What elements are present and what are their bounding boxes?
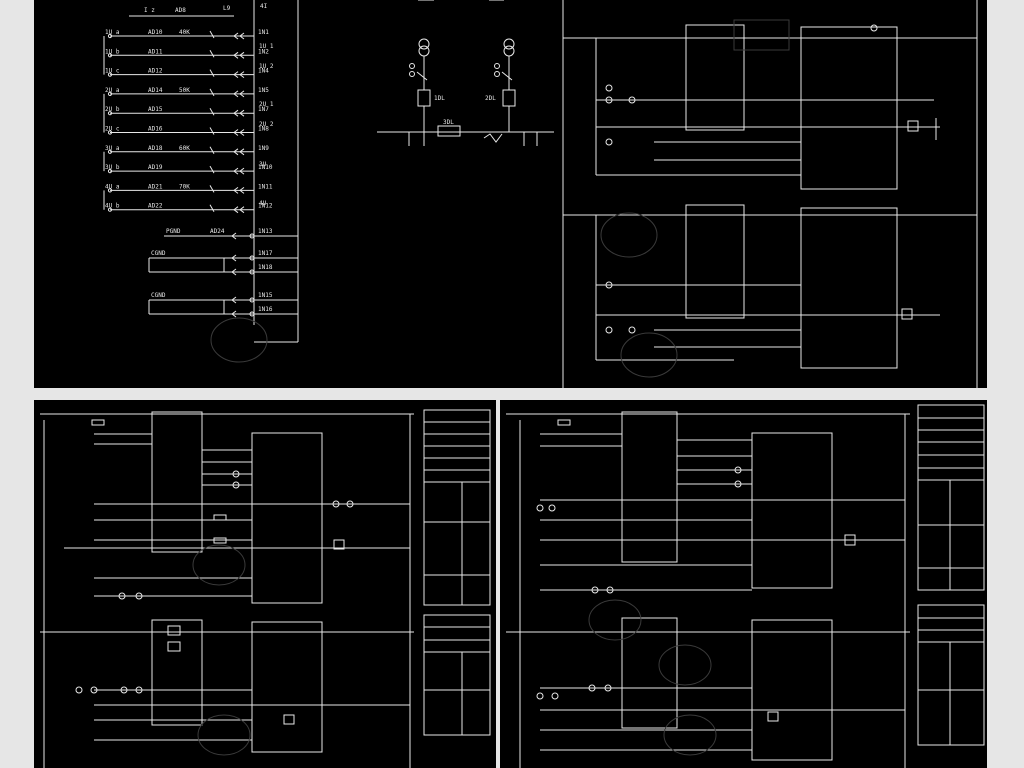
terminal-label: AD16	[148, 126, 163, 133]
header-label: 4I	[260, 3, 268, 10]
signal-label: 3U b	[105, 164, 120, 171]
signal-label: PGND	[166, 228, 181, 235]
breaker-label: 3DL	[443, 119, 454, 126]
rating-label: 40K	[179, 29, 190, 36]
terminal-label: AD11	[148, 48, 163, 55]
header-label: L9	[223, 5, 231, 12]
bottom-right-schematic-svg	[506, 404, 985, 768]
watermark	[210, 19, 790, 378]
input-label: 1N11	[258, 183, 273, 190]
watermark	[588, 599, 717, 756]
terminal-label: AD10	[148, 29, 163, 36]
terminal-label: AD12	[148, 68, 163, 75]
signal-label: 2U a	[105, 87, 120, 94]
terminal-label: AD15	[148, 106, 163, 113]
terminal-label: AD18	[148, 145, 163, 152]
group-label: 1U 2	[259, 63, 274, 70]
signal-label: 4U a	[105, 183, 120, 190]
input-label: 1N15	[258, 292, 273, 299]
rating-label: 60K	[179, 145, 190, 152]
input-label: 1N8	[258, 126, 269, 133]
terminal-label: AD14	[148, 87, 163, 94]
terminal-dot	[249, 233, 255, 239]
signal-label: 2U c	[105, 126, 120, 133]
input-label: 1N16	[258, 306, 273, 313]
terminal-dot	[249, 311, 255, 317]
group-label: 3U	[259, 161, 267, 168]
group-label: 2U 2	[259, 121, 274, 128]
input-label: 1N10	[258, 164, 273, 171]
header-label: I z	[144, 7, 155, 14]
rating-label: 70K	[179, 183, 190, 190]
terminal-label: AD21	[148, 183, 163, 190]
input-label: 1N5	[258, 87, 269, 94]
input-label: 1N18	[258, 264, 273, 271]
terminal-dot	[249, 269, 255, 275]
signal-label: 1U b	[105, 48, 120, 55]
rating-label: 50K	[179, 87, 190, 94]
header-label: AD8	[175, 7, 186, 14]
terminal-dot	[249, 297, 255, 303]
terminal-dot	[249, 255, 255, 261]
input-label: 1N17	[258, 250, 273, 257]
signal-label: 1U c	[105, 68, 120, 75]
terminal-label: AD22	[148, 203, 163, 210]
signal-label: 1U a	[105, 29, 120, 36]
analog-input-rows: 1U a AD10 40K 1N1 1U b AD11 1N2 1U c AD12 1N4 2U a…	[103, 29, 273, 214]
group-label: 1U 1	[259, 43, 274, 50]
terminal-label: AD24	[210, 228, 225, 235]
watermark	[192, 544, 251, 756]
group-label: 2U 1	[259, 101, 274, 108]
input-label: 1N1	[258, 29, 269, 36]
input-label: 1N9	[258, 145, 269, 152]
breaker-1dl	[417, 89, 431, 107]
breaker-3dl	[437, 125, 461, 137]
input-label: 1N4	[258, 68, 269, 75]
signal-label: CGND	[151, 250, 166, 257]
input-label: 1N13	[258, 228, 273, 235]
breaker-label: 1DL	[434, 95, 445, 102]
control-circuit-top	[562, 0, 978, 388]
signal-label: CGND	[151, 292, 166, 299]
input-label: 1N12	[258, 203, 273, 210]
transformer-breaker-diagram: 1DL 2DL 3DL	[377, 0, 554, 146]
bottom-right-schematic-sheet	[500, 400, 987, 768]
terminal-label: AD19	[148, 164, 163, 171]
bottom-left-schematic-svg	[40, 409, 491, 768]
input-label: 1N7	[258, 106, 269, 113]
signal-label: 4U b	[105, 203, 120, 210]
breaker-2dl	[502, 89, 516, 107]
input-label: 1N2	[258, 48, 269, 55]
signal-label: 2U b	[105, 106, 120, 113]
group-label: 4U	[259, 200, 267, 207]
bottom-left-schematic-sheet	[34, 400, 496, 768]
signal-label: 3U a	[105, 145, 120, 152]
breaker-label: 2DL	[485, 95, 496, 102]
